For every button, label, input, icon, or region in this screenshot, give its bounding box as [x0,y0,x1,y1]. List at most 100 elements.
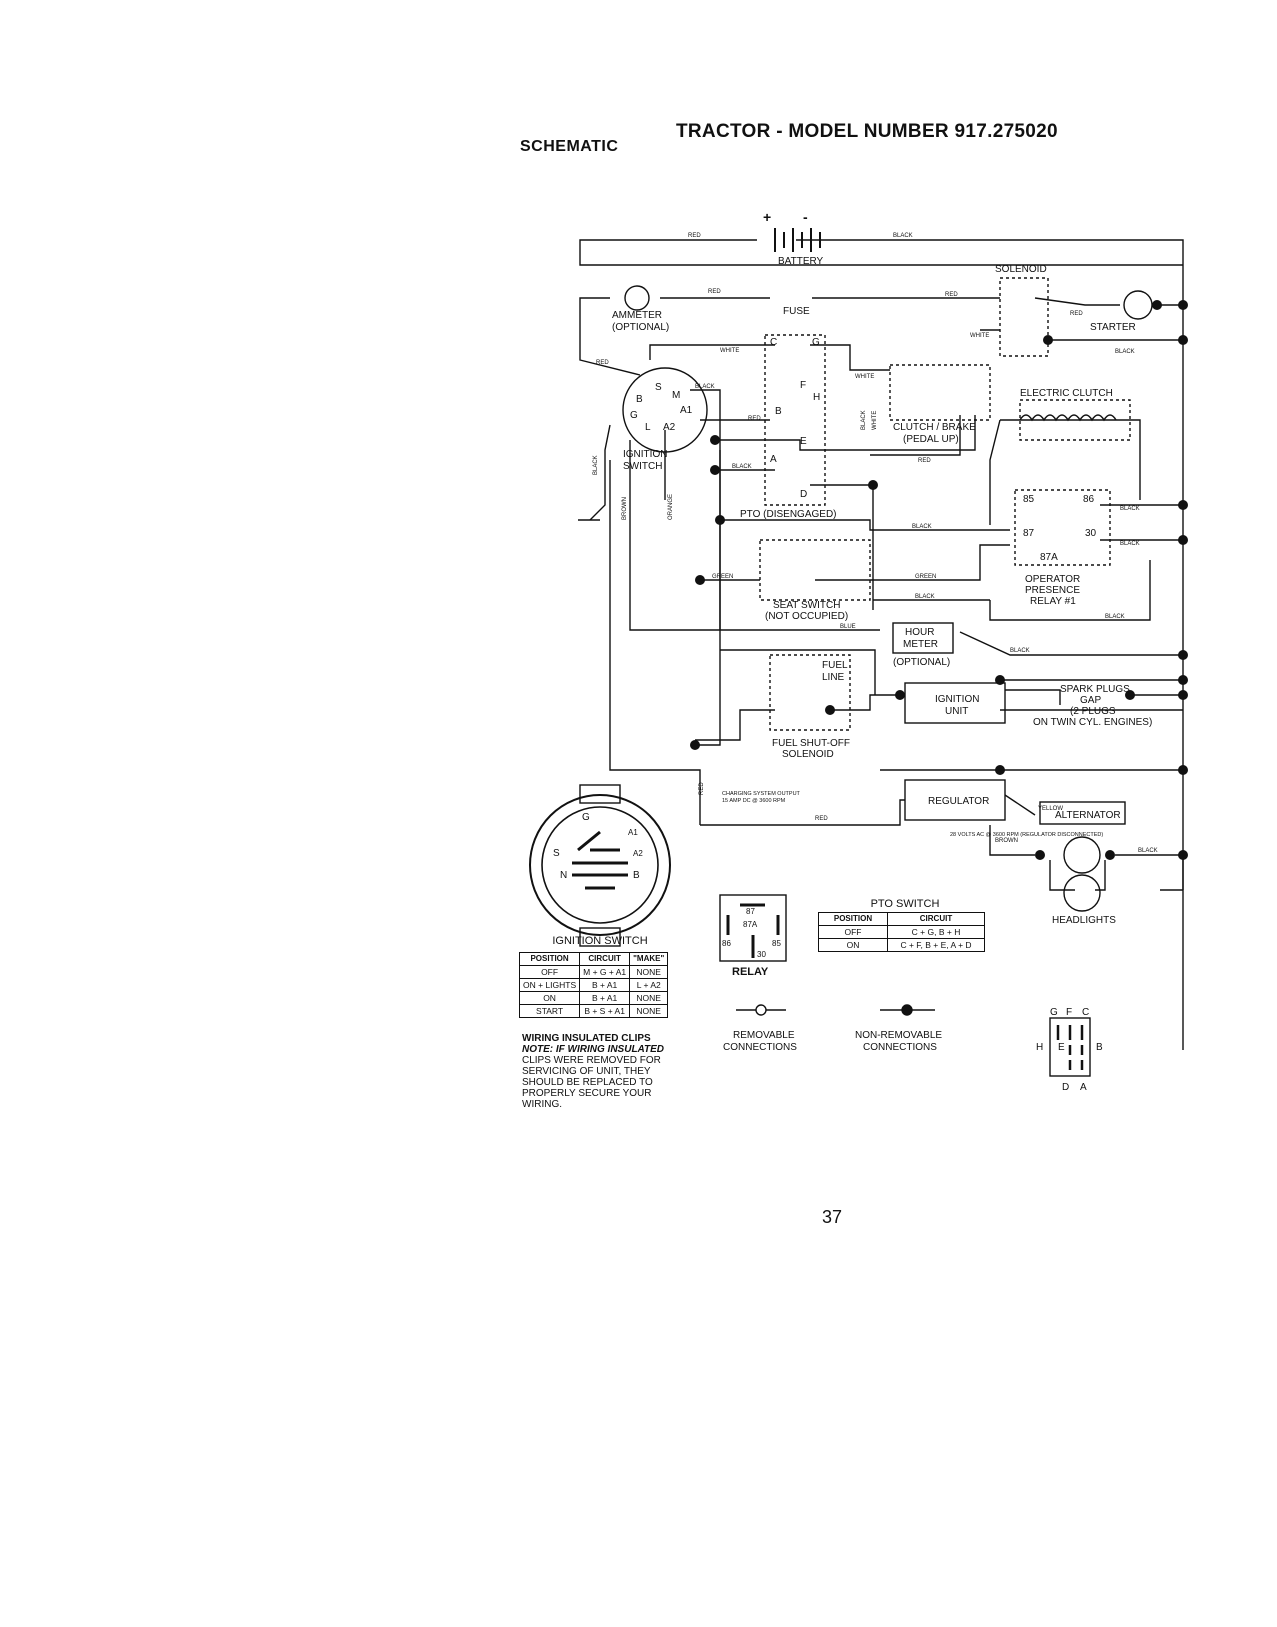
wire-label-red-2: RED [708,289,721,295]
ign-face-outer [529,794,671,936]
wire-label-black-5: BLACK [912,524,932,530]
electric-clutch-label: ELECTRIC CLUTCH [1020,388,1113,399]
solenoid-label: SOLENOID [995,264,1047,275]
wire-pto-rail [720,415,976,451]
note-lead: NOTE: IF WIRING INSULATED [522,1044,665,1055]
pto-row-1-circuit: C + G, B + H [887,925,985,939]
two-plugs-label: (2 PLUGS [1070,706,1116,717]
ign-row-4-circuit: B + S + A1 [579,1004,631,1018]
wire-head-lower2 [1095,860,1106,891]
relay-box-86: 86 [722,939,731,948]
regulator-label: REGULATOR [928,796,989,807]
wire-label-black-2: BLACK [1115,349,1135,355]
wire-label-white-1: WHITE [970,333,989,339]
ign-face-a1: A1 [628,828,638,837]
wire-label-white-3: WHITE [855,374,874,380]
wire-label-red-7: RED [918,458,931,464]
wire-white-pto [649,344,775,360]
clutch-brake-box [889,364,991,421]
ammeter-circle [624,285,650,311]
ignition-table-title: IGNITION SWITCH [552,935,648,947]
ign-terminal-l: L [645,422,651,433]
ign-col-circuit: CIRCUIT [579,952,631,966]
connector-c: C [1082,1007,1089,1018]
relay-terminal-87a: 87A [1040,552,1058,563]
pto-terminal-h: H [813,392,820,403]
ammeter-optional-label: (OPTIONAL) [612,322,669,333]
hour-optional-label: (OPTIONAL) [893,657,950,668]
wire-ign-ground [589,424,611,521]
pto-label: PTO (DISENGAGED) [740,509,837,520]
wire-hour-black [959,631,1183,656]
page-number: 37 [822,1207,843,1227]
wire-label-green-1: GREEN [712,574,733,580]
ignition-unit-label: IGNITION [935,694,979,705]
wires [578,239,1184,1050]
wire-eclutch-left [989,419,1001,525]
ignition-switch-label-2: SWITCH [623,461,662,472]
legend-removable-dot [755,1004,767,1016]
fuel-label: FUEL [822,660,848,671]
hour-meter-box [892,622,954,654]
table-row: ON B + A1 NONE [518,991,669,1005]
wire-fuel-right [830,694,900,711]
pto-col-circuit: CIRCUIT [887,912,985,926]
removable-label: REMOVABLE [733,1030,795,1041]
connector-e: E [1058,1042,1065,1053]
ign-face-tab-top [579,784,621,804]
pto-terminal-c: C [770,337,777,348]
ign-col-make: "MAKE" [629,952,669,966]
pto-switch-table: POSITION CIRCUIT OFF C + G, B + H ON C +… [818,912,985,952]
ign-row-1-position: OFF [518,965,581,979]
ign-row-2-position: ON + LIGHTS [518,978,581,992]
wire-solenoid-starter [1034,297,1120,306]
pto-row-1-position: OFF [818,925,888,939]
ign-face-g: G [582,812,590,823]
wire-battery-black [796,239,1184,1050]
presence-label: PRESENCE [1025,585,1080,596]
wire-label-yellow-1: YELLOW [1038,806,1063,812]
ign-terminal-m: M [672,390,680,401]
charging-output-label: CHARGING SYSTEM OUTPUT [722,791,801,797]
charging-amps-label: 15 AMP DC @ 3600 RPM [722,798,786,804]
headlight-1 [1063,836,1101,874]
pto-terminal-d: D [800,489,807,500]
seat-switch-label: SEAT SWITCH [773,600,840,611]
relay-1-label: RELAY #1 [1030,596,1076,607]
wire-ign-unit-r [1005,689,1061,705]
ign-face-inner [541,806,659,924]
ignition-switch-label: IGNITION [623,449,667,460]
wire-relay-black3 [989,560,1151,621]
wire-label-black-13: BLACK [861,410,867,430]
pedal-up-label: (PEDAL UP) [903,434,959,445]
ign-row-4-position: START [518,1004,581,1018]
ign-row-3-position: ON [518,991,581,1005]
ign-terminal-b: B [636,394,643,405]
regulator-box [904,779,1006,821]
ign-face-a2: A2 [633,849,643,858]
solenoid-box [999,277,1049,357]
connector-box [1049,1017,1091,1077]
wire-fuel-left [695,709,775,741]
table-row: ON + LIGHTS B + A1 L + A2 [518,978,669,992]
relay-box-85: 85 [772,939,781,948]
electric-clutch-box [1019,399,1131,441]
wire-label-white-2: WHITE [720,348,739,354]
wire-label-red-3: RED [945,292,958,298]
ign-row-3-make: NONE [629,991,669,1005]
wire-label-black-11: BLACK [1138,848,1158,854]
diagram-labels: + - BATTERY SOLENOID AMMETER (OPTIONAL) … [553,209,1158,1093]
wire-label-red-8: RED [815,816,828,822]
wire-label-red-6: RED [748,416,761,422]
alternator-label: ALTERNATOR [1055,810,1121,821]
ignition-unit-box [904,682,1006,724]
ign-face-n: N [560,870,567,881]
meter-label: METER [903,639,938,650]
wire-label-red-1: RED [688,233,701,239]
wire-rail-lower [609,460,701,825]
wire-ign-unit-top [720,649,876,695]
wire-seat-green2 [815,544,1010,581]
nonremovable-connections-label: CONNECTIONS [863,1042,937,1053]
operator-label: OPERATOR [1025,574,1080,585]
